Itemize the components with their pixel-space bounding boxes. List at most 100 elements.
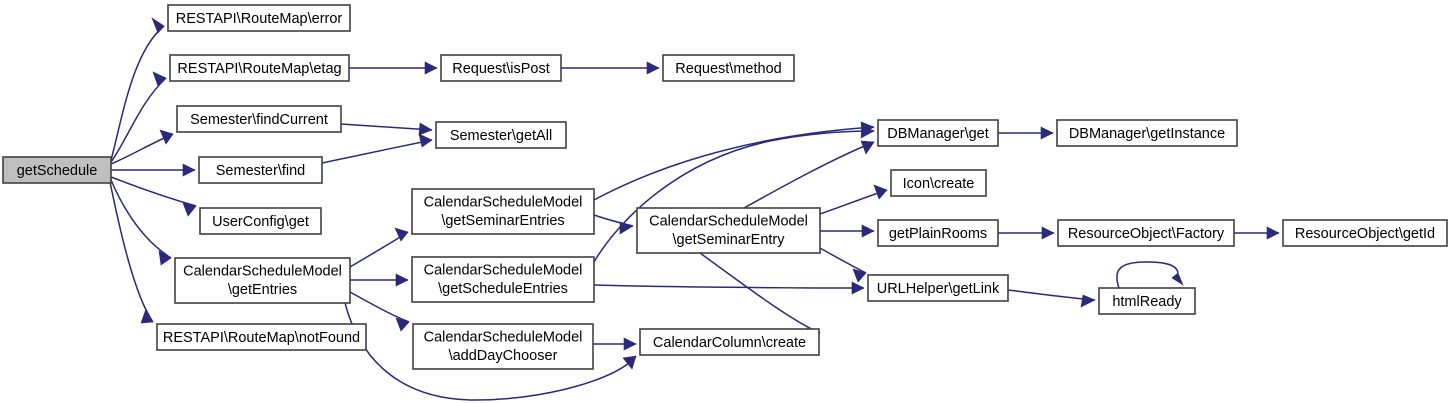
graph-node-resObjFactory[interactable]: ResourceObject\FactoryResourceObject\Fac… <box>1057 219 1235 247</box>
node-box[interactable] <box>440 54 562 82</box>
graph-node-csmGetScheduleEntries[interactable]: CalendarScheduleModel\getScheduleEntries… <box>411 256 595 303</box>
arrowhead-icon <box>1171 272 1184 286</box>
node-label: URLHelper\getLink <box>877 281 1000 297</box>
node-box[interactable] <box>1282 219 1448 247</box>
arrowhead-icon <box>424 61 438 75</box>
arrowhead-icon <box>860 140 875 155</box>
arrowhead-icon <box>394 227 409 242</box>
graph-node-reqMethod[interactable]: Request\methodRequest\method <box>662 54 795 82</box>
arrowhead-icon <box>395 317 410 332</box>
node-box[interactable] <box>169 54 350 82</box>
edge-line <box>110 179 172 259</box>
edge-line <box>699 252 821 334</box>
node-box[interactable] <box>639 328 820 356</box>
node-box[interactable] <box>412 323 594 370</box>
edge-line <box>593 126 875 201</box>
node-box[interactable] <box>867 274 1009 302</box>
graph-node-rmError[interactable]: RESTAPI\RouteMap\errorRESTAPI\RouteMap\e… <box>167 4 351 32</box>
node-box[interactable] <box>167 4 351 32</box>
node-label-line2: \getSeminarEntries <box>441 213 564 229</box>
arrowhead-icon <box>619 221 634 235</box>
node-label: DBManager\get <box>887 126 989 142</box>
node-box[interactable] <box>2 156 112 184</box>
graph-edge <box>1116 261 1184 289</box>
graph-node-getPlainRooms[interactable]: getPlainRoomsgetPlainRooms <box>877 219 999 247</box>
arrowhead-icon <box>418 122 433 136</box>
graph-edge <box>349 291 410 332</box>
node-label: RESTAPI\RouteMap\error <box>176 11 343 27</box>
arrowhead-icon <box>1266 226 1280 240</box>
node-label-line1: CalendarScheduleModel <box>424 194 583 210</box>
node-layer: getSchedulegetSchedule RESTAPI\RouteMap\e… <box>2 4 1448 370</box>
node-box[interactable] <box>877 119 999 147</box>
node-box[interactable] <box>877 219 999 247</box>
arrowhead-icon <box>1080 294 1096 308</box>
arrowhead-icon <box>182 163 196 177</box>
graph-edge <box>110 176 197 217</box>
node-box[interactable] <box>890 169 987 197</box>
graph-node-dbManagerGetInstance[interactable]: DBManager\getInstanceDBManager\getInstan… <box>1056 119 1238 147</box>
graph-node-rmEtag[interactable]: RESTAPI\RouteMap\etagRESTAPI\RouteMap\et… <box>169 54 350 82</box>
node-box[interactable] <box>156 323 367 351</box>
graph-node-htmlReady[interactable]: htmlReadyhtmlReady <box>1098 287 1196 315</box>
node-box[interactable] <box>199 207 322 235</box>
arrowhead-icon <box>851 281 865 295</box>
graph-node-dbManagerGet[interactable]: DBManager\getDBManager\get <box>877 119 999 147</box>
node-label: Icon\create <box>903 176 975 192</box>
graph-node-rmNotFound[interactable]: RESTAPI\RouteMap\notFoundRESTAPI\RouteMa… <box>156 323 367 351</box>
node-label: CalendarColumn\create <box>653 335 806 351</box>
graph-node-reqIsPost[interactable]: Request\isPostRequest\isPost <box>440 54 562 82</box>
node-label-line1: CalendarScheduleModel <box>424 262 583 278</box>
graph-edge <box>819 184 888 215</box>
graph-edge <box>820 224 875 238</box>
arrowhead-icon <box>860 125 875 139</box>
graph-edge <box>819 247 867 283</box>
graph-node-userConfigGet[interactable]: UserConfig\getUserConfig\get <box>199 207 322 235</box>
node-box[interactable] <box>1098 287 1196 315</box>
graph-node-csmGetEntries[interactable]: CalendarScheduleModel\getEntriesCalendar… <box>174 257 351 304</box>
node-label: RESTAPI\RouteMap\notFound <box>163 330 360 346</box>
node-box[interactable] <box>636 207 821 254</box>
node-label-line2: \getSeminarEntry <box>672 232 785 248</box>
edge-line <box>743 141 875 209</box>
node-label: Semester\getAll <box>450 128 552 144</box>
node-box[interactable] <box>411 188 595 235</box>
graph-node-semFind[interactable]: Semester\findSemester\find <box>198 156 323 184</box>
node-box[interactable] <box>435 121 567 149</box>
node-label: DBManager\getInstance <box>1069 126 1225 142</box>
node-label: htmlReady <box>1112 294 1182 310</box>
graph-node-calColCreate[interactable]: CalendarColumn\createCalendarColumn\crea… <box>639 328 820 356</box>
graph-node-urlHelperGetLink[interactable]: URLHelper\getLinkURLHelper\getLink <box>867 274 1009 302</box>
edge-line <box>321 139 433 164</box>
graph-node-csmGetSeminarEntries[interactable]: CalendarScheduleModel\getSeminarEntriesC… <box>411 188 595 235</box>
node-box[interactable] <box>411 256 595 303</box>
node-box[interactable] <box>174 257 351 304</box>
graph-node-getSchedule[interactable]: getSchedulegetSchedule <box>2 156 112 184</box>
graph-node-semGetAll[interactable]: Semester\getAllSemester\getAll <box>435 121 567 149</box>
node-box[interactable] <box>1056 119 1238 147</box>
graph-edge <box>998 226 1055 240</box>
edge-line <box>340 123 433 131</box>
node-box[interactable] <box>662 54 795 82</box>
node-box[interactable] <box>176 105 342 133</box>
arrowhead-icon <box>151 17 165 34</box>
graph-edge <box>593 337 637 351</box>
graph-node-iconCreate[interactable]: Icon\createIcon\create <box>890 169 987 197</box>
graph-node-csmAddDayChooser[interactable]: CalendarScheduleModel\addDayChooserCalen… <box>412 323 594 370</box>
graph-edge <box>998 126 1054 140</box>
node-label: Request\isPost <box>452 61 550 77</box>
node-box[interactable] <box>198 156 323 184</box>
graph-edge <box>340 122 433 136</box>
graph-node-csmGetSeminarEntry[interactable]: CalendarScheduleModel\getSeminarEntryCal… <box>636 207 821 254</box>
node-box[interactable] <box>1057 219 1235 247</box>
edge-layer <box>109 17 1280 401</box>
edge-line <box>1007 289 1096 301</box>
arrowhead-icon <box>623 337 637 351</box>
graph-node-resObjGetId[interactable]: ResourceObject\getIdResourceObject\getId <box>1282 219 1448 247</box>
node-label: UserConfig\get <box>212 214 309 230</box>
graph-edge <box>1234 226 1280 240</box>
edge-line <box>819 247 867 274</box>
node-label: ResourceObject\Factory <box>1068 226 1225 242</box>
graph-edge <box>561 61 660 75</box>
